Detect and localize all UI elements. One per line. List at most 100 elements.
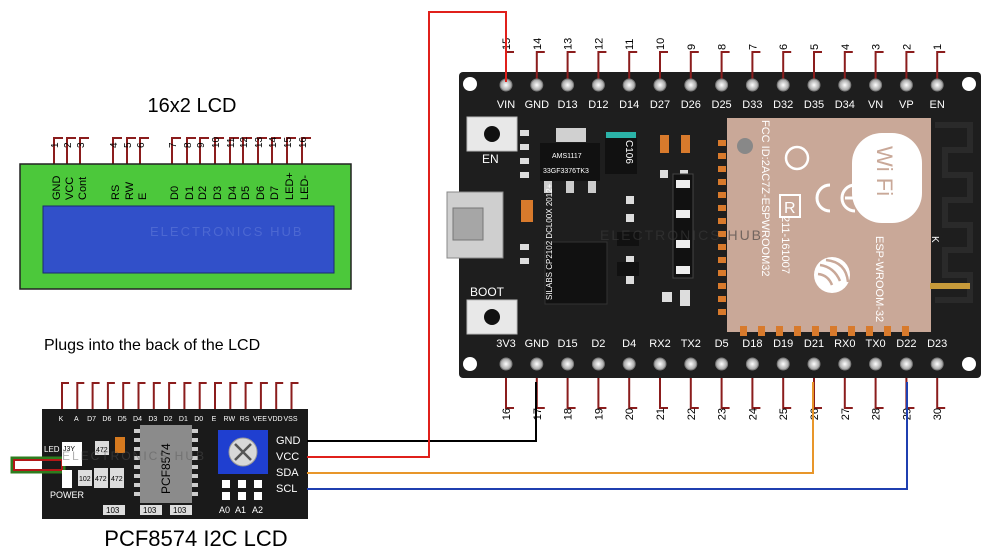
- mounting-holes: [463, 77, 976, 371]
- esp32-top-pin-label: D27: [650, 99, 670, 111]
- esp32-top-pin: [936, 51, 946, 82]
- lcd-pin-1: [53, 137, 63, 164]
- esp32-top-pin-label: D14: [619, 99, 639, 111]
- esp32-bottom-pin-number: 25: [778, 408, 790, 420]
- module-castellation: [848, 326, 855, 336]
- lcd-pin-number: 9: [196, 142, 207, 148]
- lcd-pin-label: VCC: [64, 177, 76, 200]
- chip-leg: [192, 492, 198, 496]
- module-name: ESP-WROOM-32: [873, 236, 885, 322]
- module-castellation: [718, 283, 726, 289]
- esp32-bottom-pin-label: TX0: [866, 338, 886, 350]
- esp32-top-pad: [807, 78, 821, 92]
- lcd-pin-9: [199, 137, 209, 164]
- lcd-pin-16: [301, 137, 311, 164]
- esp32-top-pin-label: D13: [558, 99, 578, 111]
- i2c-pin-label: K: [59, 416, 64, 423]
- chip-leg: [134, 492, 140, 496]
- lcd-pin-label: D6: [255, 186, 267, 200]
- antenna-trace: [935, 122, 973, 303]
- i2c-pin-label: RW: [224, 416, 236, 423]
- esp32-bottom-pad: [745, 357, 759, 371]
- i2c-pin: [229, 382, 238, 409]
- reg-leg-3: [588, 181, 596, 193]
- address-pads: [222, 480, 262, 500]
- i2c-pin: [259, 382, 268, 409]
- lcd-pin-6: [139, 137, 149, 164]
- i2c-pin-scl: SCL: [276, 483, 297, 495]
- addr-a2: A2: [252, 505, 263, 515]
- esp32-top-pad: [838, 78, 852, 92]
- i2c-title: PCF8574 I2C LCD: [104, 526, 287, 551]
- i2c-pin-label: VDD: [268, 416, 283, 423]
- lcd-pin-13: [257, 137, 267, 164]
- boot-button-cap[interactable]: [484, 309, 500, 325]
- module-castellation: [718, 166, 726, 172]
- esp32-top-pin-label: D25: [712, 99, 732, 111]
- reg-leg-2: [566, 181, 574, 193]
- module-castellation: [718, 140, 726, 146]
- module-castellation: [902, 326, 909, 336]
- esp32-bottom-pad: [530, 357, 544, 371]
- i2c-pin: [122, 382, 131, 409]
- module-castellation: [884, 326, 891, 336]
- esp32-bottom-pin: [628, 378, 638, 409]
- lcd-pin-label: D1: [184, 186, 196, 200]
- esp32-bottom-pin-number: 27: [840, 408, 852, 420]
- esp32-bottom-pin: [597, 378, 607, 409]
- esp32-bottom-pin-label: D18: [742, 338, 762, 350]
- esp32-top-pad: [869, 78, 883, 92]
- lcd-pin-label: E: [137, 193, 149, 200]
- chip-leg: [134, 447, 140, 451]
- lcd-pin-label: D5: [240, 186, 252, 200]
- lcd-pin-label: RS: [110, 185, 122, 200]
- lcd-pin-label: LED+: [284, 172, 296, 200]
- i2c-pin-label: E: [212, 416, 217, 423]
- resistor-4: [110, 468, 124, 488]
- c106-label: C106: [623, 140, 634, 164]
- resistor-3: [94, 468, 108, 488]
- esp32-top-pin-number: 6: [778, 44, 790, 50]
- capacitor: [115, 437, 125, 453]
- esp32-bottom-pin-number: 17: [532, 408, 544, 420]
- esp32-top-pad: [745, 78, 759, 92]
- crystal-pad-3: [676, 240, 690, 248]
- i2c-pin: [198, 382, 207, 409]
- en-button-cap[interactable]: [484, 126, 500, 142]
- mounting-hole: [463, 357, 477, 371]
- crystal-pad-2: [676, 210, 690, 218]
- bottom-resistor-3-label: 103: [173, 506, 187, 515]
- transistor-1: [617, 232, 639, 246]
- mounting-hole: [463, 77, 477, 91]
- esp32-top-pin-label: VIN: [497, 99, 515, 111]
- module-castellation: [718, 296, 726, 302]
- lcd-pin-label: LED-: [299, 175, 311, 200]
- i2c-pin: [61, 382, 69, 409]
- reg-leg-1: [544, 181, 552, 193]
- module-fc-icon: [784, 145, 810, 171]
- crystal-pad-1: [676, 180, 690, 188]
- esp32-top-pin-number: 8: [717, 44, 729, 50]
- i2c-pin-label: D4: [133, 416, 142, 423]
- module-pin1-dot: [737, 138, 753, 154]
- esp32-bottom-pin-label: D5: [715, 338, 729, 350]
- bottom-resistor-1: [103, 505, 125, 515]
- lcd-pin-label: D2: [197, 186, 209, 200]
- i2c-pin-vcc: VCC: [276, 451, 299, 463]
- esp32-top-pin-number: 10: [655, 38, 667, 50]
- esp32-bottom-pad: [899, 357, 913, 371]
- lcd-title: 16x2 LCD: [148, 95, 237, 117]
- esp32-bottom-pin: [566, 378, 576, 409]
- i2c-top-pin-header: [61, 382, 299, 409]
- resistor-2: [78, 470, 92, 486]
- esp32-top-pin-number: 4: [840, 44, 852, 50]
- module-castellation: [718, 244, 726, 250]
- esp32-bottom-pin-number: 18: [563, 408, 575, 420]
- lcd-pin-number: 13: [254, 136, 265, 148]
- lcd-pin-number: 2: [63, 142, 74, 148]
- esp32-bottom-pin-number: 28: [871, 408, 883, 420]
- module-fcc: FCC ID:2AC7Z-ESPWROOM32: [759, 120, 771, 276]
- chip-leg: [134, 465, 140, 469]
- wire-vcc: [307, 11, 507, 458]
